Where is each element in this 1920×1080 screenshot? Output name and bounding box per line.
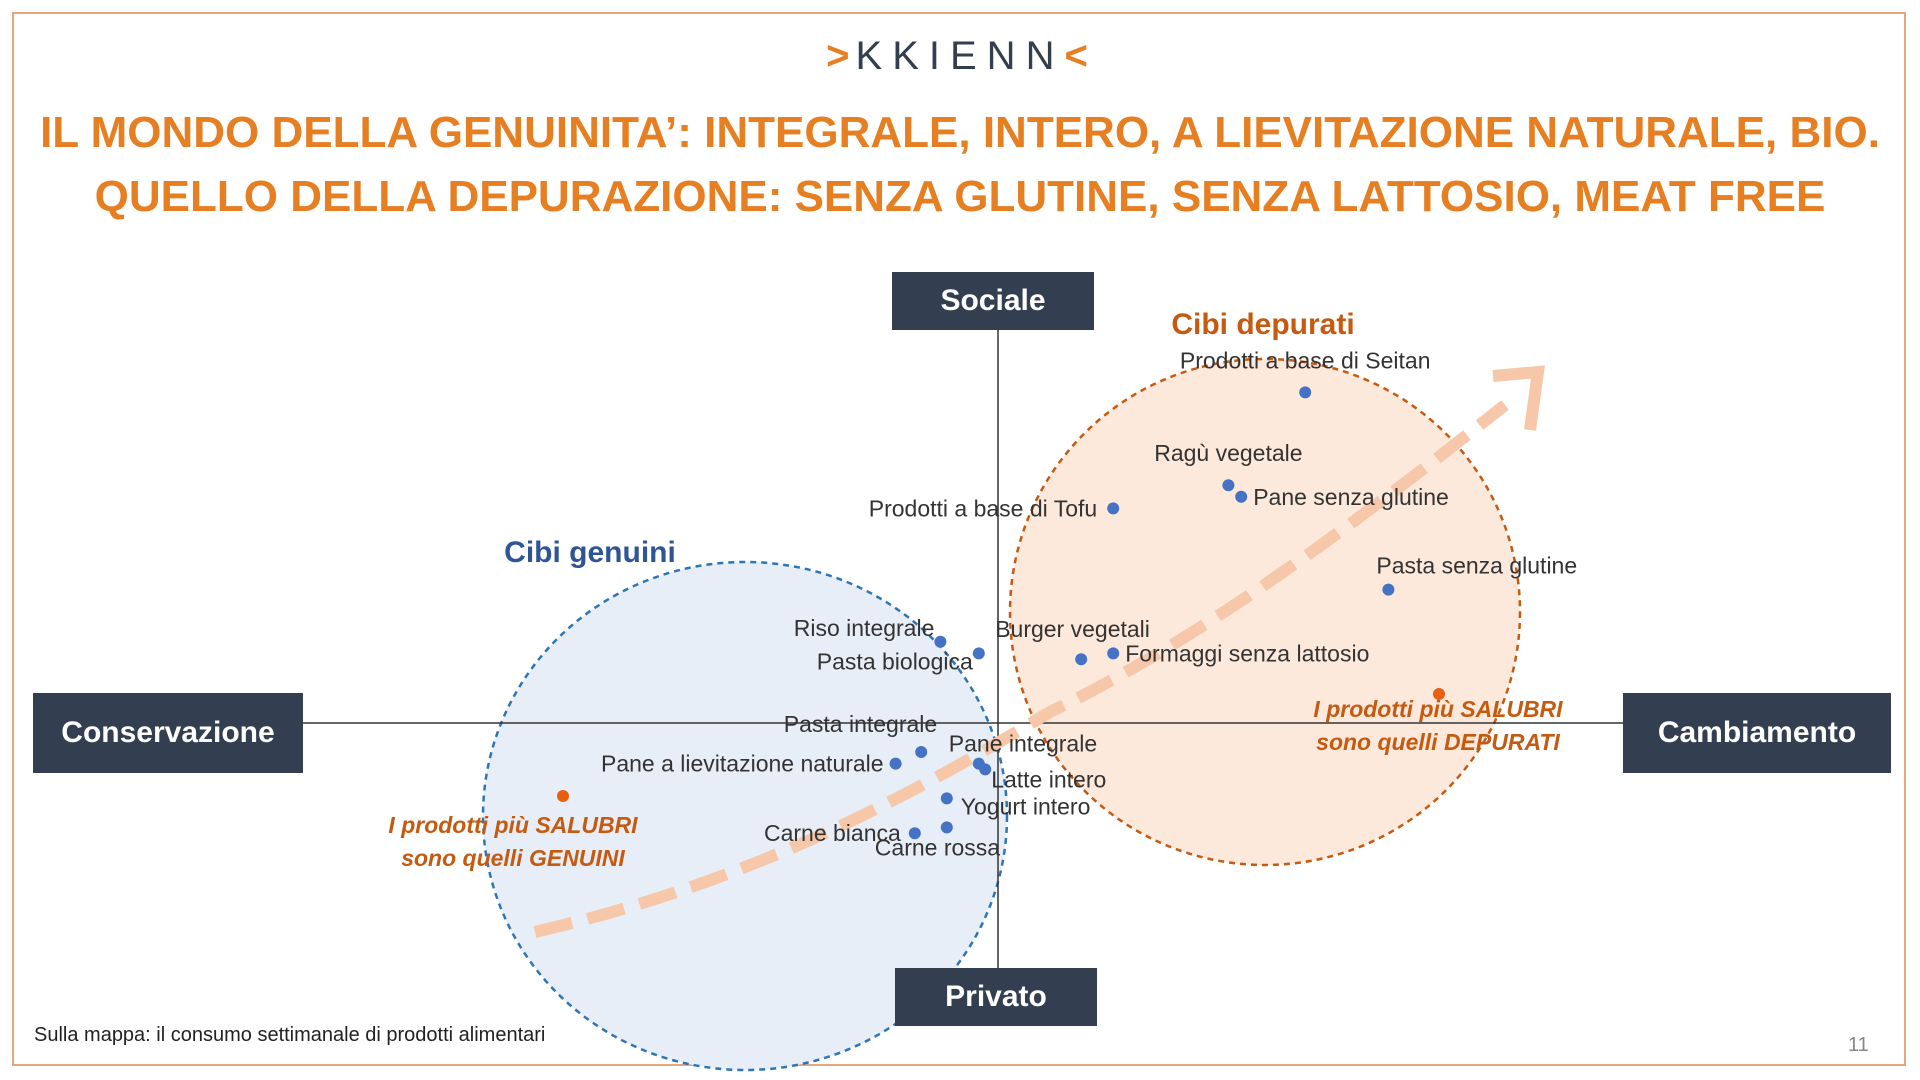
data-point: [940, 792, 953, 805]
data-point: [934, 635, 947, 648]
data-point-label: Riso integrale: [794, 615, 935, 641]
axis-label-conservazione: Conservazione: [33, 693, 303, 773]
slide-title-line-1: IL MONDO DELLA GENUINITA’: INTEGRALE, IN…: [40, 108, 1880, 157]
data-point: [915, 746, 928, 758]
depurati-note-line-1: I prodotti più SALUBRI: [1313, 696, 1563, 722]
genuini-note-line-2: sono quelli GENUINI: [401, 845, 625, 871]
data-point-label: Carne bianca: [764, 820, 901, 846]
data-point: [1107, 647, 1120, 660]
data-point-label: Yogurt intero: [961, 793, 1091, 819]
genuini-cluster: [481, 560, 1009, 1072]
depurati-note-line-2: sono quelli DEPURATI: [1316, 729, 1560, 755]
logo-chevron-right-icon: >: [826, 34, 856, 78]
data-point-label: Formaggi senza lattosio: [1125, 640, 1369, 666]
slide-frame: [12, 12, 1906, 1066]
data-point-label: Burger vegetali: [995, 616, 1150, 642]
page-number: 11: [1848, 1034, 1869, 1056]
data-point: [1222, 479, 1235, 492]
data-point-label: Carne rossa: [875, 834, 1000, 860]
data-point: [1299, 386, 1312, 399]
data-point: [889, 757, 902, 770]
brand-logo: >KKIENN<: [0, 34, 1920, 79]
axis-label-cambiamento: Cambiamento: [1623, 693, 1891, 773]
genuini-note-dot: [557, 790, 569, 802]
data-point-label: Ragù vegetale: [1154, 440, 1302, 466]
genuini-title: Cibi genuini: [504, 536, 676, 569]
data-point: [1235, 490, 1248, 503]
axis-label-privato: Privato: [895, 968, 1097, 1026]
data-point-label: Pasta integrale: [784, 711, 937, 737]
trend-arrow: [533, 400, 1509, 938]
data-point: [1075, 653, 1088, 666]
genuini-note-line-1: I prodotti più SALUBRI: [388, 812, 638, 838]
data-point-label: Pane senza glutine: [1253, 484, 1449, 510]
data-point: [1382, 583, 1395, 596]
data-point-label: Pasta biologica: [817, 648, 973, 674]
data-point: [979, 763, 992, 776]
logo-chevron-left-icon: <: [1064, 34, 1094, 78]
logo-text: KKIENN: [855, 34, 1065, 78]
slide-title-line-2: QUELLO DELLA DEPURAZIONE: SENZA GLUTINE,…: [94, 172, 1826, 221]
data-point: [1107, 502, 1120, 515]
axis-label-sociale: Sociale: [892, 272, 1094, 330]
depurati-note-dot: [1433, 688, 1445, 700]
data-point-label: Pane a lievitazione naturale: [601, 751, 884, 777]
data-point-label: Prodotti a base di Tofu: [869, 495, 1097, 521]
data-point: [908, 827, 921, 840]
data-point-label: Latte intero: [991, 766, 1106, 792]
data-point-label: Pasta senza glutine: [1376, 553, 1577, 579]
footnote: Sulla mappa: il consumo settimanale di p…: [34, 1024, 546, 1046]
data-point-label: Prodotti a base di Seitan: [1180, 347, 1431, 373]
data-point: [940, 821, 953, 834]
trend-arrow-head-icon: [1492, 365, 1545, 431]
data-point: [972, 647, 985, 660]
depurati-title: Cibi depurati: [1171, 308, 1354, 341]
data-point-label: Pane integrale: [949, 731, 1097, 757]
